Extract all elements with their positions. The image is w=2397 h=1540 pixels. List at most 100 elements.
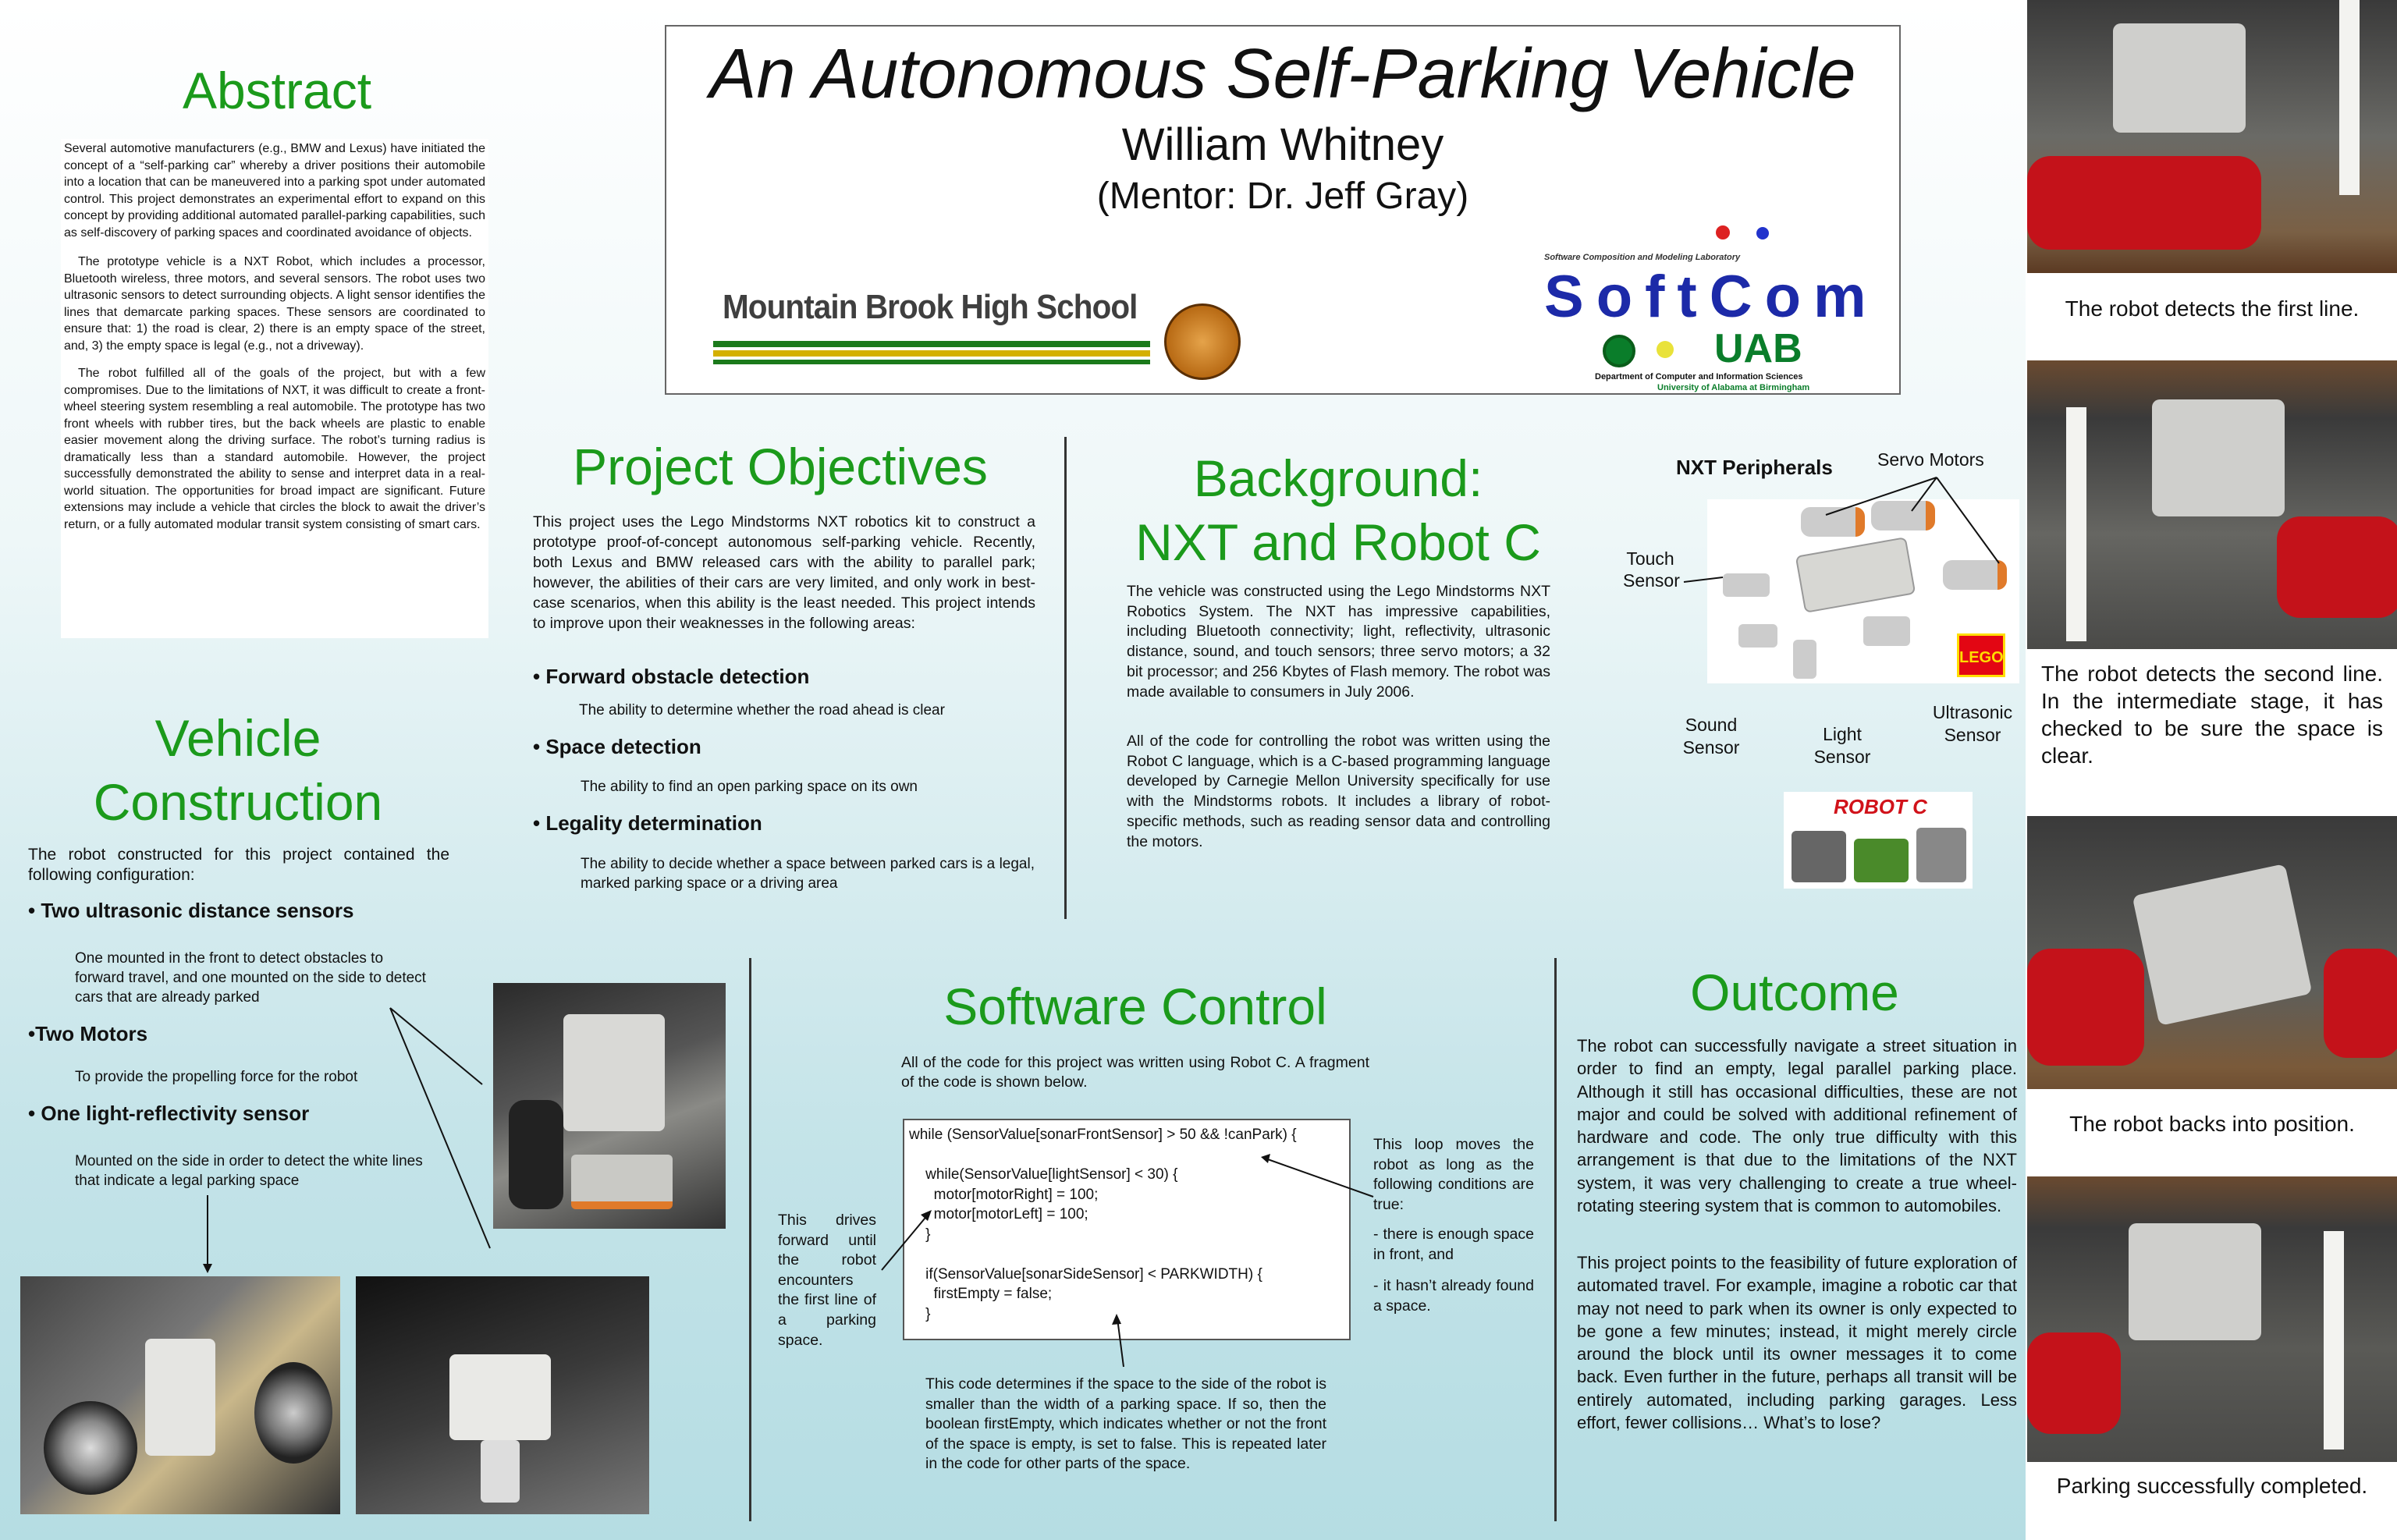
robotc-logo-text: ROBOT C	[1834, 795, 1927, 818]
school-logo-stripe	[713, 341, 1150, 347]
sensor-shape	[571, 1155, 673, 1209]
software-right-note: This loop moves the robot as long as the…	[1373, 1136, 1534, 1213]
code-line: while (SensorValue[sonarFrontSensor] > 5…	[909, 1127, 1297, 1143]
robot-shape	[2113, 23, 2246, 133]
title-box: An Autonomous Self-Parking Vehicle Willi…	[665, 25, 1901, 395]
touch-label: Touch	[1626, 548, 1674, 569]
toy-car-shape	[2324, 949, 2397, 1058]
objective-desc: The ability to determine whether the roa…	[579, 702, 945, 719]
outcome-paragraph: This project points to the feasibility o…	[1577, 1253, 2017, 1433]
softcom-red-dot-icon	[1716, 225, 1730, 240]
wheel-shape	[44, 1401, 137, 1495]
software-right-condition: - it hasn’t already found a space.	[1373, 1277, 1534, 1315]
uab-logo: UAB	[1714, 326, 1802, 371]
code-line: }	[909, 1226, 931, 1243]
wheel-shape	[509, 1100, 563, 1209]
software-right-condition: - there is enough space in front, and	[1373, 1226, 1534, 1263]
vehicle-bullet: • One light-reflectivity sensor	[28, 1102, 310, 1125]
abstract-paragraph: Several automotive manufacturers (e.g., …	[64, 142, 485, 240]
softcom-name: SoftCom	[1544, 264, 1879, 330]
abstract-panel: Several automotive manufacturers (e.g., …	[61, 139, 488, 638]
touch-label: Sensor	[1623, 570, 1680, 591]
softcom-lab-label: Software Composition and Modeling Labora…	[1544, 253, 1741, 262]
parking-line-shape	[2066, 407, 2086, 641]
sensor-shape	[481, 1440, 520, 1503]
toy-car-shape	[2027, 1332, 2121, 1434]
background-paragraph: The vehicle was constructed using the Le…	[1127, 583, 1550, 701]
outcome-paragraph: The robot can successfully navigate a st…	[1577, 1036, 2017, 1216]
code-box: while (SensorValue[sonarFrontSensor] > 5…	[903, 1119, 1351, 1340]
code-line: motor[motorLeft] = 100;	[909, 1206, 1088, 1222]
background-paragraph: All of the code for controlling the robo…	[1127, 733, 1550, 850]
objective-desc: The ability to find an open parking spac…	[581, 779, 918, 795]
toy-car-shape	[2027, 949, 2144, 1066]
sequence-photo-2	[2027, 360, 2397, 649]
code-line	[909, 1145, 1344, 1166]
parking-line-shape	[2324, 1231, 2344, 1450]
column-divider	[749, 958, 751, 1521]
vehicle-bullet-desc: Mounted on the side in order to detect t…	[75, 1153, 423, 1189]
nxt-brick-shape	[1795, 537, 1916, 613]
vehicle-heading: Construction	[93, 773, 383, 831]
objective-item: • Space detection	[533, 735, 701, 758]
robot-shape	[2129, 1223, 2261, 1340]
vehicle-intro: The robot constructed for this project c…	[28, 846, 449, 884]
robot-shape	[1854, 839, 1909, 882]
lego-logo: LEGO	[1957, 633, 2005, 677]
touch-sensor-shape	[1723, 573, 1770, 597]
school-logo-text: Mountain Brook High School	[723, 288, 1138, 326]
sequence-photo-3	[2027, 816, 2397, 1130]
objectives-intro: This project uses the Lego Mindstorms NX…	[533, 513, 1035, 632]
parking-line-shape	[2339, 0, 2360, 195]
softcom-university: University of Alabama at Birmingham	[1657, 383, 1810, 392]
softcom-yellow-dot-icon	[1657, 341, 1674, 358]
column-divider	[1064, 437, 1067, 919]
code-line: motor[motorRight] = 100;	[909, 1186, 1099, 1203]
column-divider	[1554, 958, 1557, 1521]
light-sensor-shape	[1793, 640, 1816, 679]
code-fragment: while (SensorValue[sonarFrontSensor] > 5…	[909, 1125, 1344, 1324]
servo-label: Servo Motors	[1877, 449, 1984, 470]
softcom-blue-dot-icon	[1756, 227, 1769, 240]
robot-shape	[2132, 864, 2313, 1026]
objectives-heading: Project Objectives	[573, 438, 988, 495]
vehicle-bullet-desc: One mounted in the front to detect obsta…	[75, 950, 426, 1006]
robot-photo-bottom-right	[356, 1276, 649, 1514]
software-intro: All of the code for this project was wri…	[901, 1054, 1369, 1091]
poster-title: An Autonomous Self-Parking Vehicle	[709, 35, 1856, 113]
background-heading: NXT and Robot C	[1135, 513, 1541, 571]
code-line: firstEmpty = false;	[909, 1286, 1053, 1302]
sequence-caption-4: Parking successfully completed.	[2027, 1462, 2397, 1540]
servo-motor-shape	[1871, 501, 1935, 530]
robotc-logo: ROBOT C	[1784, 792, 1973, 889]
software-heading: Software Control	[943, 978, 1327, 1035]
robot-shape	[1916, 828, 1966, 882]
ultrasonic-label: Sensor	[1944, 725, 2001, 745]
sequence-caption-1: The robot detects the first line.	[2027, 273, 2397, 345]
robot-photo-bottom-left	[20, 1276, 340, 1514]
ultrasonic-label: Ultrasonic	[1932, 702, 2013, 722]
code-line: }	[909, 1305, 931, 1322]
sequence-caption-3: The robot backs into position.	[2027, 1089, 2397, 1159]
softcom-logo: Software Composition and Modeling Labora…	[1544, 194, 1887, 392]
softcom-dept: Department of Computer and Information S…	[1595, 372, 1803, 381]
school-logo-stripe	[713, 360, 1150, 364]
code-line: if(SensorValue[sonarSideSensor] < PARKWI…	[909, 1265, 1262, 1283]
softcom-green-node-icon	[1603, 335, 1635, 367]
abstract-paragraph: The robot fulfilled all of the goals of …	[64, 367, 485, 531]
peripherals-image: LEGO	[1707, 499, 2019, 683]
mentor-name: (Mentor: Dr. Jeff Gray)	[1096, 176, 1469, 217]
code-line: while(SensorValue[lightSensor] < 30) {	[909, 1166, 1178, 1183]
light-label: Light	[1823, 724, 1862, 744]
abstract-heading: Abstract	[182, 62, 372, 119]
robot-photo-top	[493, 983, 726, 1229]
sequence-photo-1	[2027, 0, 2397, 273]
sound-label: Sound	[1685, 715, 1738, 735]
sound-label: Sensor	[1682, 737, 1740, 758]
spartan-emblem-icon	[1164, 303, 1241, 380]
wheel-shape	[254, 1362, 332, 1464]
servo-motor-shape	[1801, 507, 1865, 537]
vehicle-heading: Vehicle	[154, 709, 321, 767]
school-logo-stripe	[713, 350, 1150, 357]
robot-shape	[1792, 831, 1846, 882]
